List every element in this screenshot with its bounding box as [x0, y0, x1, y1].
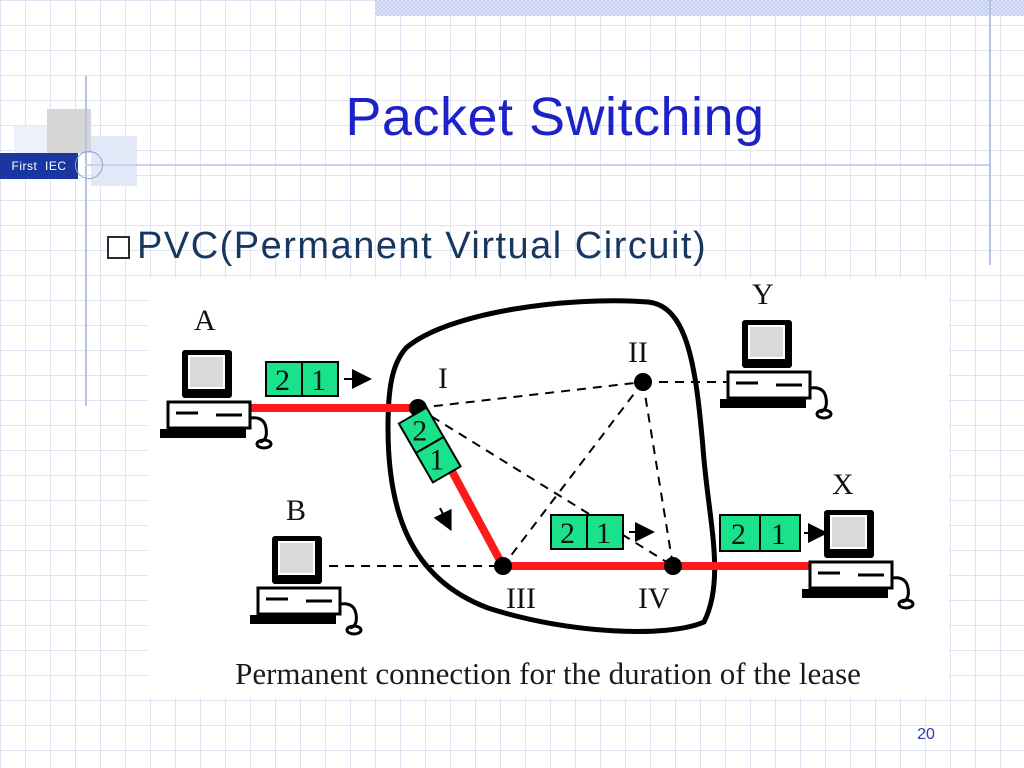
switch-label: I [438, 362, 448, 395]
host-label: X [832, 468, 854, 501]
packet-number: 1 [771, 518, 786, 551]
bullet-text: PVC(Permanent Virtual Circuit) [137, 225, 708, 267]
slide-title: Packet Switching [345, 87, 765, 147]
switch-label: II [628, 336, 648, 369]
packet-s1-s3: 2 1 [397, 406, 462, 484]
host-label: Y [752, 278, 774, 311]
packet-a-out: 2 1 [265, 361, 372, 397]
packet-number: 2 [412, 414, 427, 447]
switch-node [494, 557, 512, 575]
header-stripe [375, 0, 1024, 16]
right-divider [989, 0, 991, 265]
packet-number: 2 [560, 517, 575, 550]
left-divider [85, 76, 87, 406]
network-diagram: I II III IV A B X Y 2 1 2 1 [158, 278, 915, 636]
packet-number: 2 [275, 364, 290, 397]
computer-a-icon [158, 348, 273, 450]
packet-s4-x: 2 1 [719, 514, 828, 552]
switch-node [634, 373, 652, 391]
bullet-item: PVC(Permanent Virtual Circuit) [106, 225, 707, 268]
title-underline [85, 164, 989, 166]
badge-ring [75, 151, 103, 179]
org-badge: First IEC [0, 153, 78, 179]
pvc-diagram: I II III IV A B X Y 2 1 2 1 [148, 278, 948, 698]
switch-label: IV [638, 582, 670, 615]
switch-label: III [506, 582, 536, 615]
switch-node [664, 557, 682, 575]
packet-number: 1 [429, 444, 444, 477]
network-cloud [385, 298, 718, 634]
host-label: A [194, 304, 216, 337]
packet-number: 1 [311, 364, 326, 397]
diagram-caption: Permanent connection for the duration of… [235, 656, 861, 691]
packet-number: 2 [731, 518, 746, 551]
packet-number: 1 [596, 517, 611, 550]
page-number: 20 [917, 726, 935, 743]
host-label: B [286, 494, 306, 527]
decor-square [47, 109, 91, 153]
computer-b-icon [248, 534, 363, 636]
computer-y-icon [718, 318, 833, 420]
packet-s3-s4: 2 1 [550, 514, 655, 550]
checkbox-bullet-icon [106, 233, 133, 260]
computer-x-icon [800, 508, 915, 610]
